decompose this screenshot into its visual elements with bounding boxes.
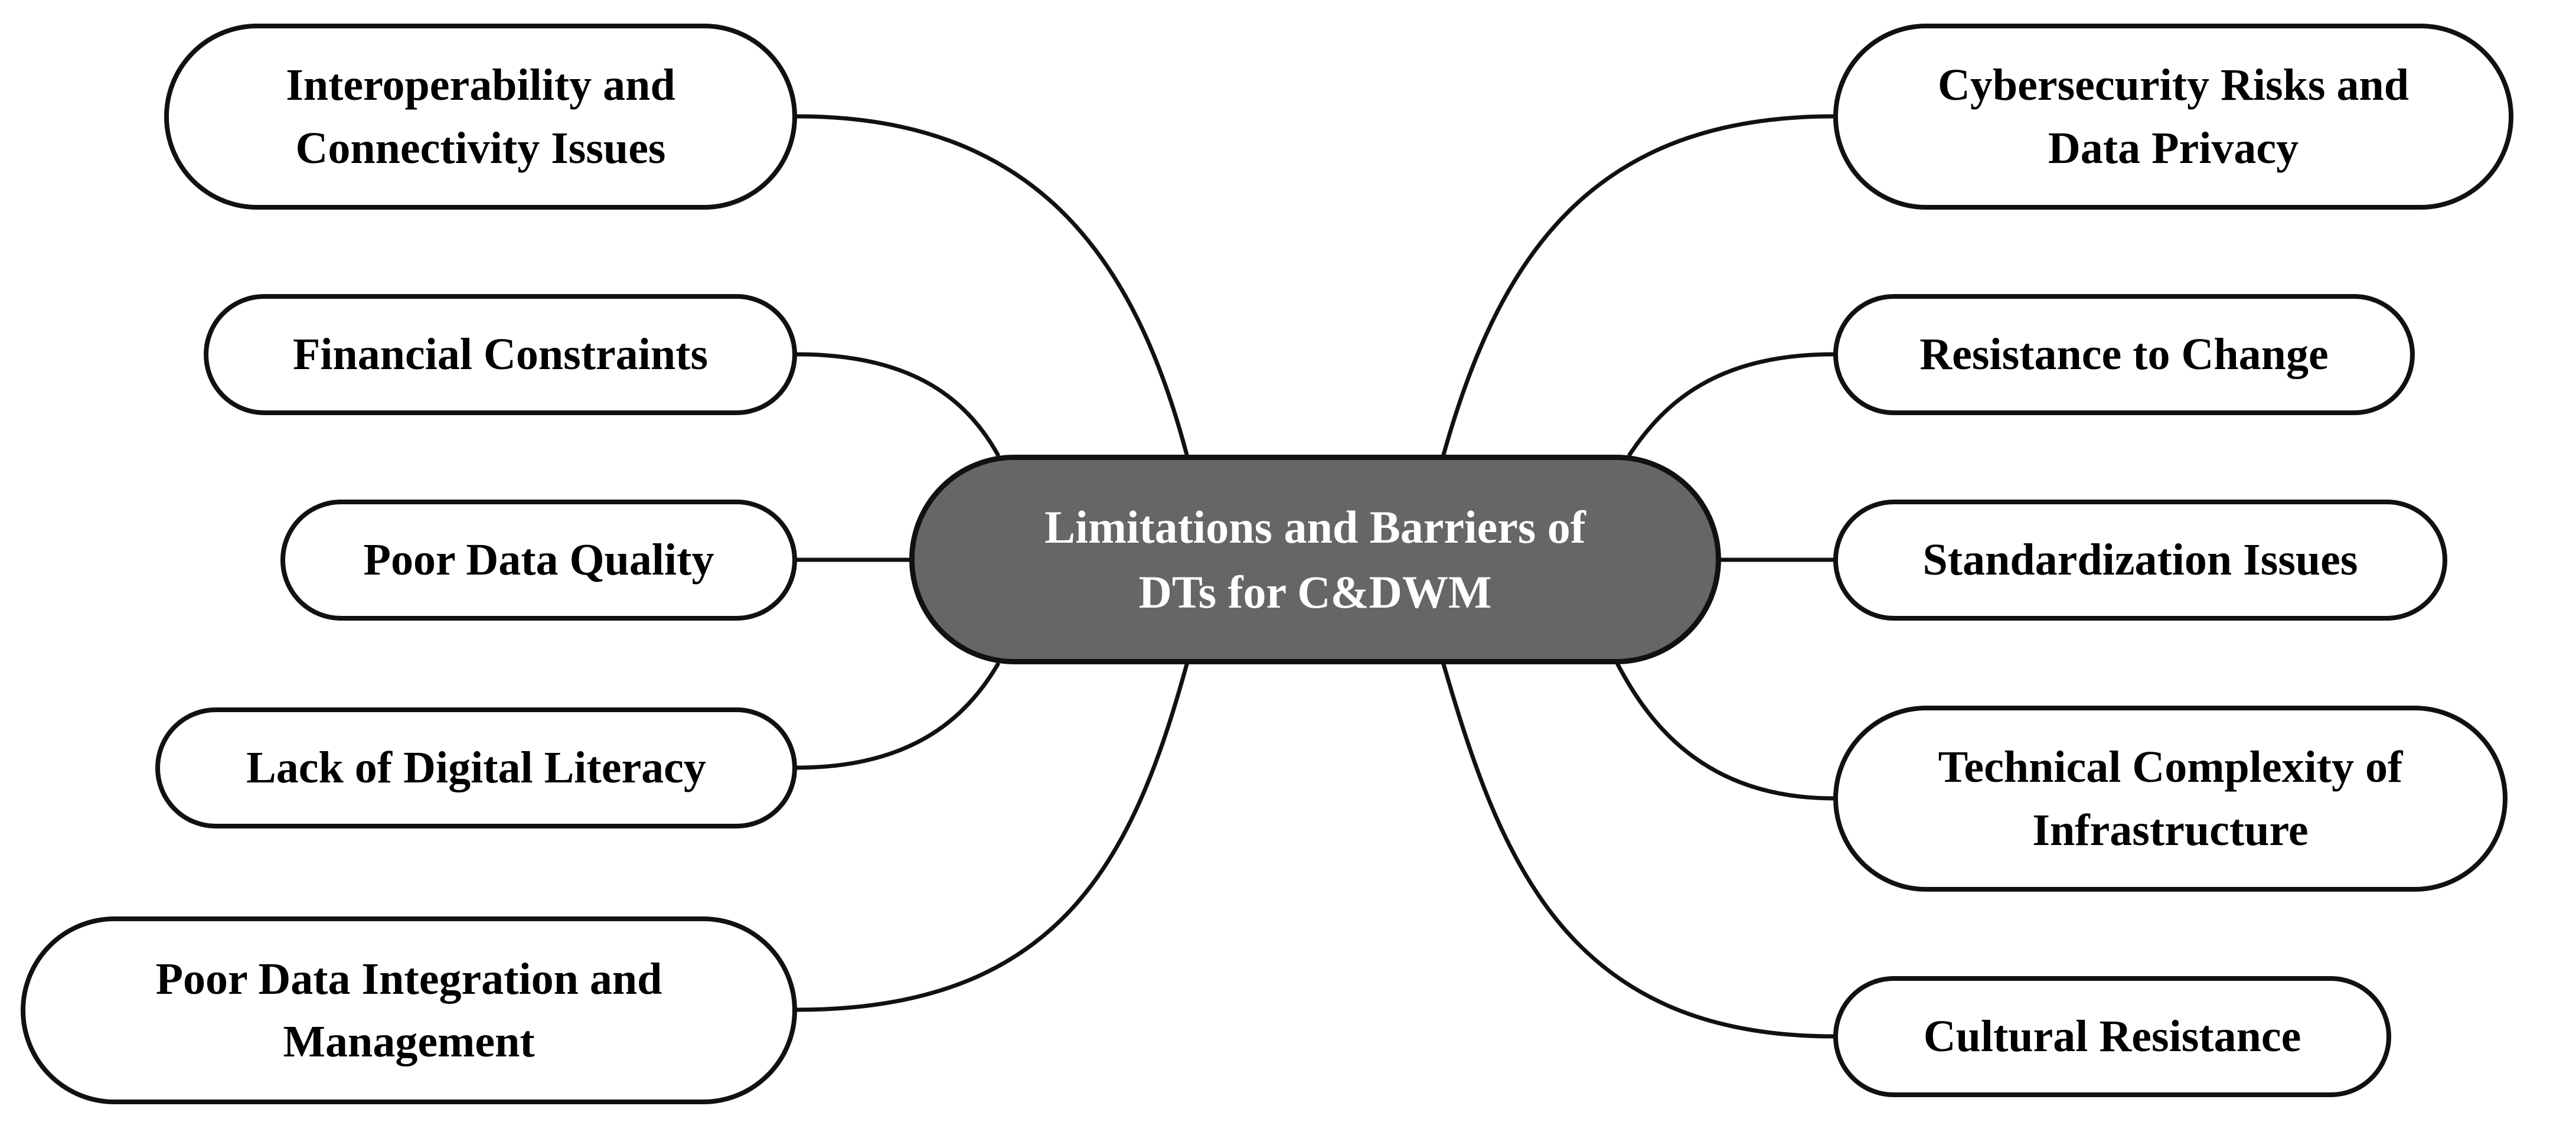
node-digital-literacy: Lack of Digital Literacy [155, 707, 797, 828]
node-technical-complexity-line1: Technical Complexity of [1938, 742, 2403, 792]
connector-interoperability [795, 114, 1189, 457]
node-cybersecurity: Cybersecurity Risks and Data Privacy [1833, 24, 2513, 210]
node-data-integration: Poor Data Integration and Management [21, 916, 797, 1104]
center-topic-line2: DTs for C&DWM [1138, 566, 1492, 618]
node-data-integration-line2: Management [283, 1017, 535, 1066]
node-financial-constraints: Financial Constraints [204, 294, 797, 415]
connector-cultural-resistance [1441, 662, 1836, 1039]
node-poor-data-quality: Poor Data Quality [280, 500, 797, 621]
node-standardization: Standardization Issues [1833, 500, 2447, 621]
node-resistance-to-change: Resistance to Change [1833, 294, 2415, 415]
node-data-integration-line1: Poor Data Integration and [155, 954, 662, 1004]
node-standardization-label: Standardization Issues [1922, 535, 2358, 585]
connector-financial [795, 352, 1000, 457]
node-resistance-to-change-label: Resistance to Change [1919, 330, 2329, 380]
node-interoperability: Interoperability and Connectivity Issues [164, 24, 797, 210]
connector-resistance-change [1627, 352, 1836, 457]
node-poor-data-quality-label: Poor Data Quality [363, 535, 714, 585]
center-topic: Limitations and Barriers of DTs for C&DW… [909, 455, 1721, 664]
node-financial-constraints-label: Financial Constraints [292, 330, 709, 380]
node-digital-literacy-label: Lack of Digital Literacy [246, 743, 706, 793]
node-cybersecurity-line1: Cybersecurity Risks and [1937, 60, 2410, 110]
node-interoperability-line1: Interoperability and [286, 60, 675, 110]
node-cultural-resistance: Cultural Resistance [1833, 976, 2391, 1097]
node-interoperability-line2: Connectivity Issues [295, 123, 666, 173]
center-topic-line1: Limitations and Barriers of [1044, 501, 1586, 553]
connector-data-integration [795, 662, 1189, 1012]
connector-cybersecurity [1441, 114, 1836, 457]
node-technical-complexity-line2: Infrastructure [2032, 805, 2309, 855]
node-technical-complexity: Technical Complexity of Infrastructure [1833, 706, 2508, 892]
connector-technical-complexity [1615, 662, 1836, 801]
connector-digital-literacy [795, 662, 1000, 770]
node-cultural-resistance-label: Cultural Resistance [1923, 1012, 2301, 1062]
node-cybersecurity-line2: Data Privacy [2048, 123, 2299, 173]
